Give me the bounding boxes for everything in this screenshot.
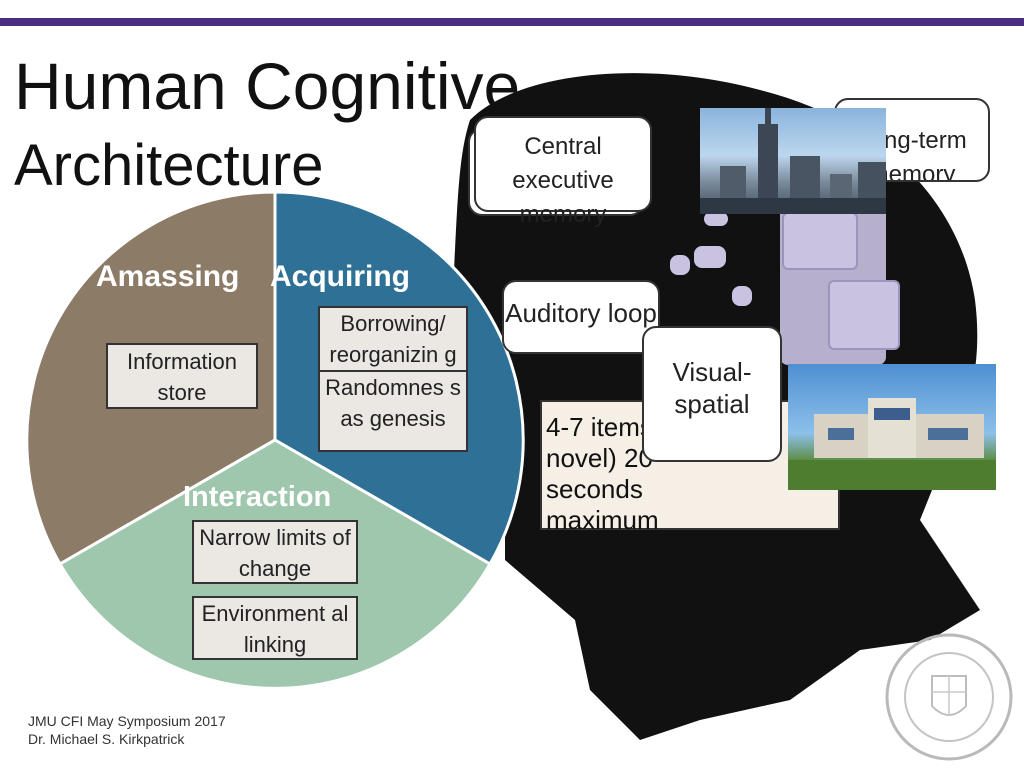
school-building-image (788, 364, 996, 490)
box-information-store: Information store (106, 343, 258, 409)
ghost-box-2 (828, 280, 900, 350)
ghost-pill-2 (704, 212, 728, 226)
callout-auditory-loop: Auditory loop (502, 280, 660, 354)
box-narrow-limits: Narrow limits of change (192, 520, 358, 584)
callout-visual-spatial: Visual- spatial (642, 326, 782, 462)
ghost-pill-1 (694, 246, 726, 268)
segment-label-acquiring: Acquiring (270, 260, 410, 293)
title-line-2: Architecture (14, 133, 324, 198)
top-accent-bar (0, 18, 1024, 26)
box-randomness-genesis: Randomnes s as genesis (318, 370, 468, 452)
segment-label-amassing: Amassing (96, 260, 240, 293)
title-line-1: Human Cognitive (14, 49, 521, 123)
ghost-pill-4 (670, 255, 690, 275)
university-seal-icon (885, 633, 1013, 761)
thought-dot-3 (492, 263, 502, 273)
auditory-loop-text: Auditory loop (505, 298, 657, 328)
thought-dot-2 (525, 233, 535, 243)
visual-spatial-text: Visual- spatial (672, 357, 752, 419)
footer-line-2: Dr. Michael S. Kirkpatrick (28, 731, 185, 747)
segment-label-interaction: Interaction (183, 481, 332, 513)
footer-line-1: JMU CFI May Symposium 2017 (28, 713, 226, 729)
thought-dot-1 (477, 232, 487, 242)
footer: JMU CFI May Symposium 2017 Dr. Michael S… (28, 712, 226, 748)
central-executive-text: Central executive memory (512, 133, 614, 228)
box-environmental-linking: Environment al linking (192, 596, 358, 660)
callout-central-executive: Central executive memory (474, 116, 652, 228)
ghost-box-1 (782, 212, 858, 270)
wm-label: WM (548, 371, 595, 401)
slide-title: Human Cognitive Architecture (14, 46, 520, 206)
city-skyline-image (700, 108, 886, 214)
ghost-pill-3 (732, 286, 752, 306)
